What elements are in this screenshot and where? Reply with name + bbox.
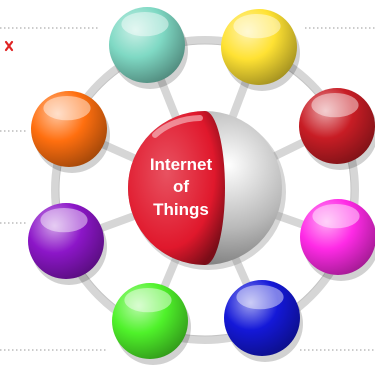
spoke-teal (155, 75, 182, 125)
spoke-purple (96, 211, 139, 234)
outer-ring-inner-edge (58, 43, 352, 337)
node-orange (31, 91, 110, 173)
node-teal-gloss (121, 11, 169, 37)
node-blue-gloss (236, 284, 284, 310)
spoke-orange (98, 139, 141, 165)
node-red-gloss (311, 92, 359, 118)
node-purple-sphere (28, 203, 104, 279)
leader-lines (0, 27, 375, 351)
spoke-magenta (271, 210, 308, 230)
node-purple (28, 203, 107, 285)
node-teal (109, 7, 188, 89)
hub-red-section (127, 110, 225, 265)
node-green-gloss (124, 287, 172, 313)
node-red-sphere (299, 88, 375, 164)
spoke-blue (230, 254, 252, 289)
node-orange-sphere (31, 91, 107, 167)
node-blue (224, 280, 303, 362)
node-yellow-sphere (221, 9, 297, 85)
hub-red-highlight (152, 115, 203, 138)
hub-label-line1: Internet (150, 155, 213, 174)
node-teal-sphere (109, 7, 185, 83)
node-green-sphere (112, 283, 188, 359)
spoke-red (268, 137, 309, 163)
node-red (299, 88, 375, 170)
node-green (112, 283, 191, 365)
spokes (96, 75, 309, 292)
node-magenta-gloss (312, 203, 360, 229)
spoke-green (159, 254, 181, 292)
side-mark (4, 40, 14, 52)
node-blue-sphere (224, 280, 300, 356)
outer-ring (51, 36, 359, 344)
node-yellow (221, 9, 300, 91)
hub-label-line2: of (173, 177, 189, 196)
node-purple-gloss (40, 207, 88, 233)
node-orange-gloss (43, 95, 91, 121)
node-magenta (300, 199, 375, 281)
nodes (28, 7, 375, 365)
spoke-yellow (226, 77, 251, 125)
node-yellow-gloss (233, 13, 281, 39)
hub: Internet of Things (127, 110, 286, 270)
node-magenta-sphere (300, 199, 375, 275)
hub-label-line3: Things (153, 200, 209, 219)
